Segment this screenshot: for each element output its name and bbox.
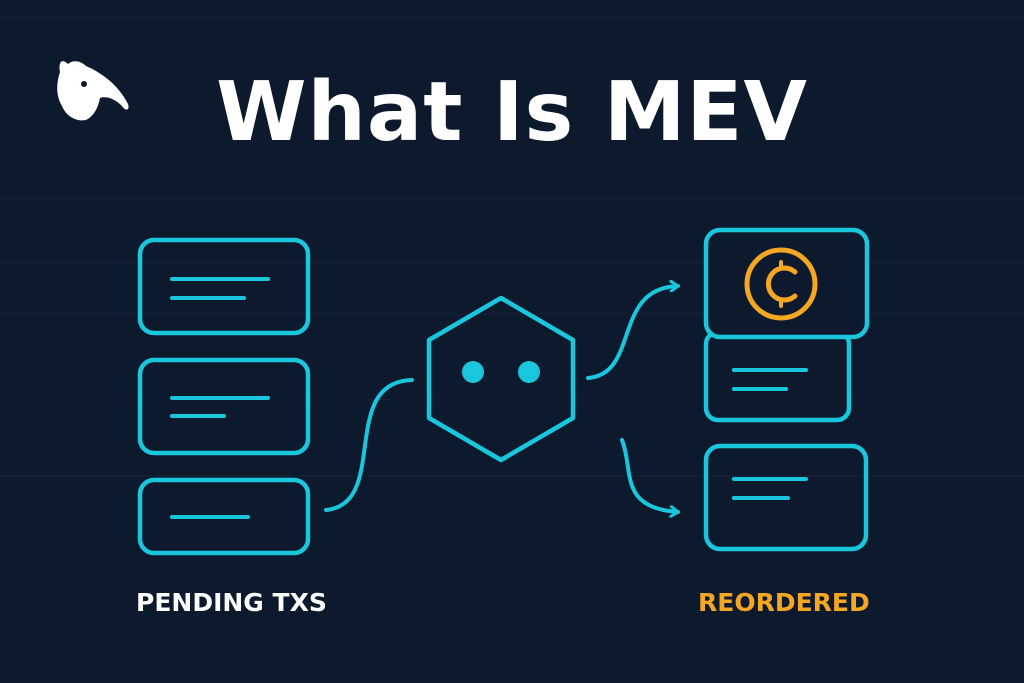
pending-txs-label: PENDING TXS bbox=[136, 588, 327, 617]
reordered-tx-card bbox=[703, 443, 869, 552]
searcher-bot-icon bbox=[426, 295, 576, 463]
pending-tx-card bbox=[137, 237, 311, 336]
reordered-label: REORDERED bbox=[698, 588, 870, 617]
pending-tx-card bbox=[137, 357, 311, 456]
coin-icon bbox=[744, 247, 818, 321]
anteater-logo-icon bbox=[57, 61, 129, 121]
background-grid bbox=[0, 17, 1024, 641]
reordered-tx-card bbox=[703, 329, 852, 423]
arrow-to-reordered-bottom bbox=[620, 438, 680, 512]
page-title: What Is MEV bbox=[216, 65, 808, 160]
arrow-to-reordered-top bbox=[586, 286, 680, 380]
pending-tx-card bbox=[137, 477, 311, 556]
connector-to-searcher bbox=[324, 378, 414, 512]
mev-tx-card bbox=[703, 227, 870, 340]
